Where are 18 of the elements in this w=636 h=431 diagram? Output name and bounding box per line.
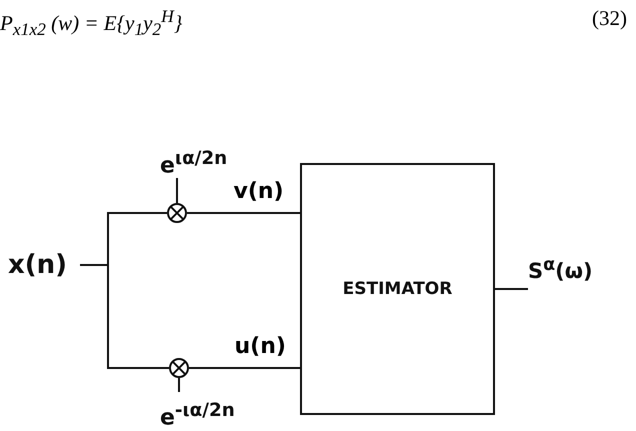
multiplier-symbol bbox=[167, 203, 187, 223]
estimator-box bbox=[300, 163, 495, 415]
signal-label: e$^{ια/2n}$ bbox=[160, 140, 240, 178]
connector-line bbox=[189, 367, 300, 369]
edge-label: v(n) bbox=[234, 179, 284, 204]
signal-label: S$^{α}$(ω) bbox=[528, 248, 618, 282]
connector-line bbox=[495, 288, 528, 290]
block-label: ESTIMATOR bbox=[342, 279, 452, 299]
connector-line bbox=[178, 378, 180, 392]
connector-line bbox=[187, 212, 300, 214]
connector-line bbox=[80, 264, 169, 369]
signal-label: e$^{-ια/2n}$ bbox=[160, 392, 250, 430]
edge-label: u(n) bbox=[234, 334, 286, 359]
equation: P$_{x1x2}$ (w) = E{y$_{1}$y$_{2}$$^{H}$} bbox=[0, 6, 182, 40]
equation-number: (32) bbox=[592, 6, 627, 31]
multiplier-symbol bbox=[169, 358, 189, 378]
connector-line bbox=[176, 178, 178, 203]
signal-label: x(n) bbox=[8, 246, 80, 284]
